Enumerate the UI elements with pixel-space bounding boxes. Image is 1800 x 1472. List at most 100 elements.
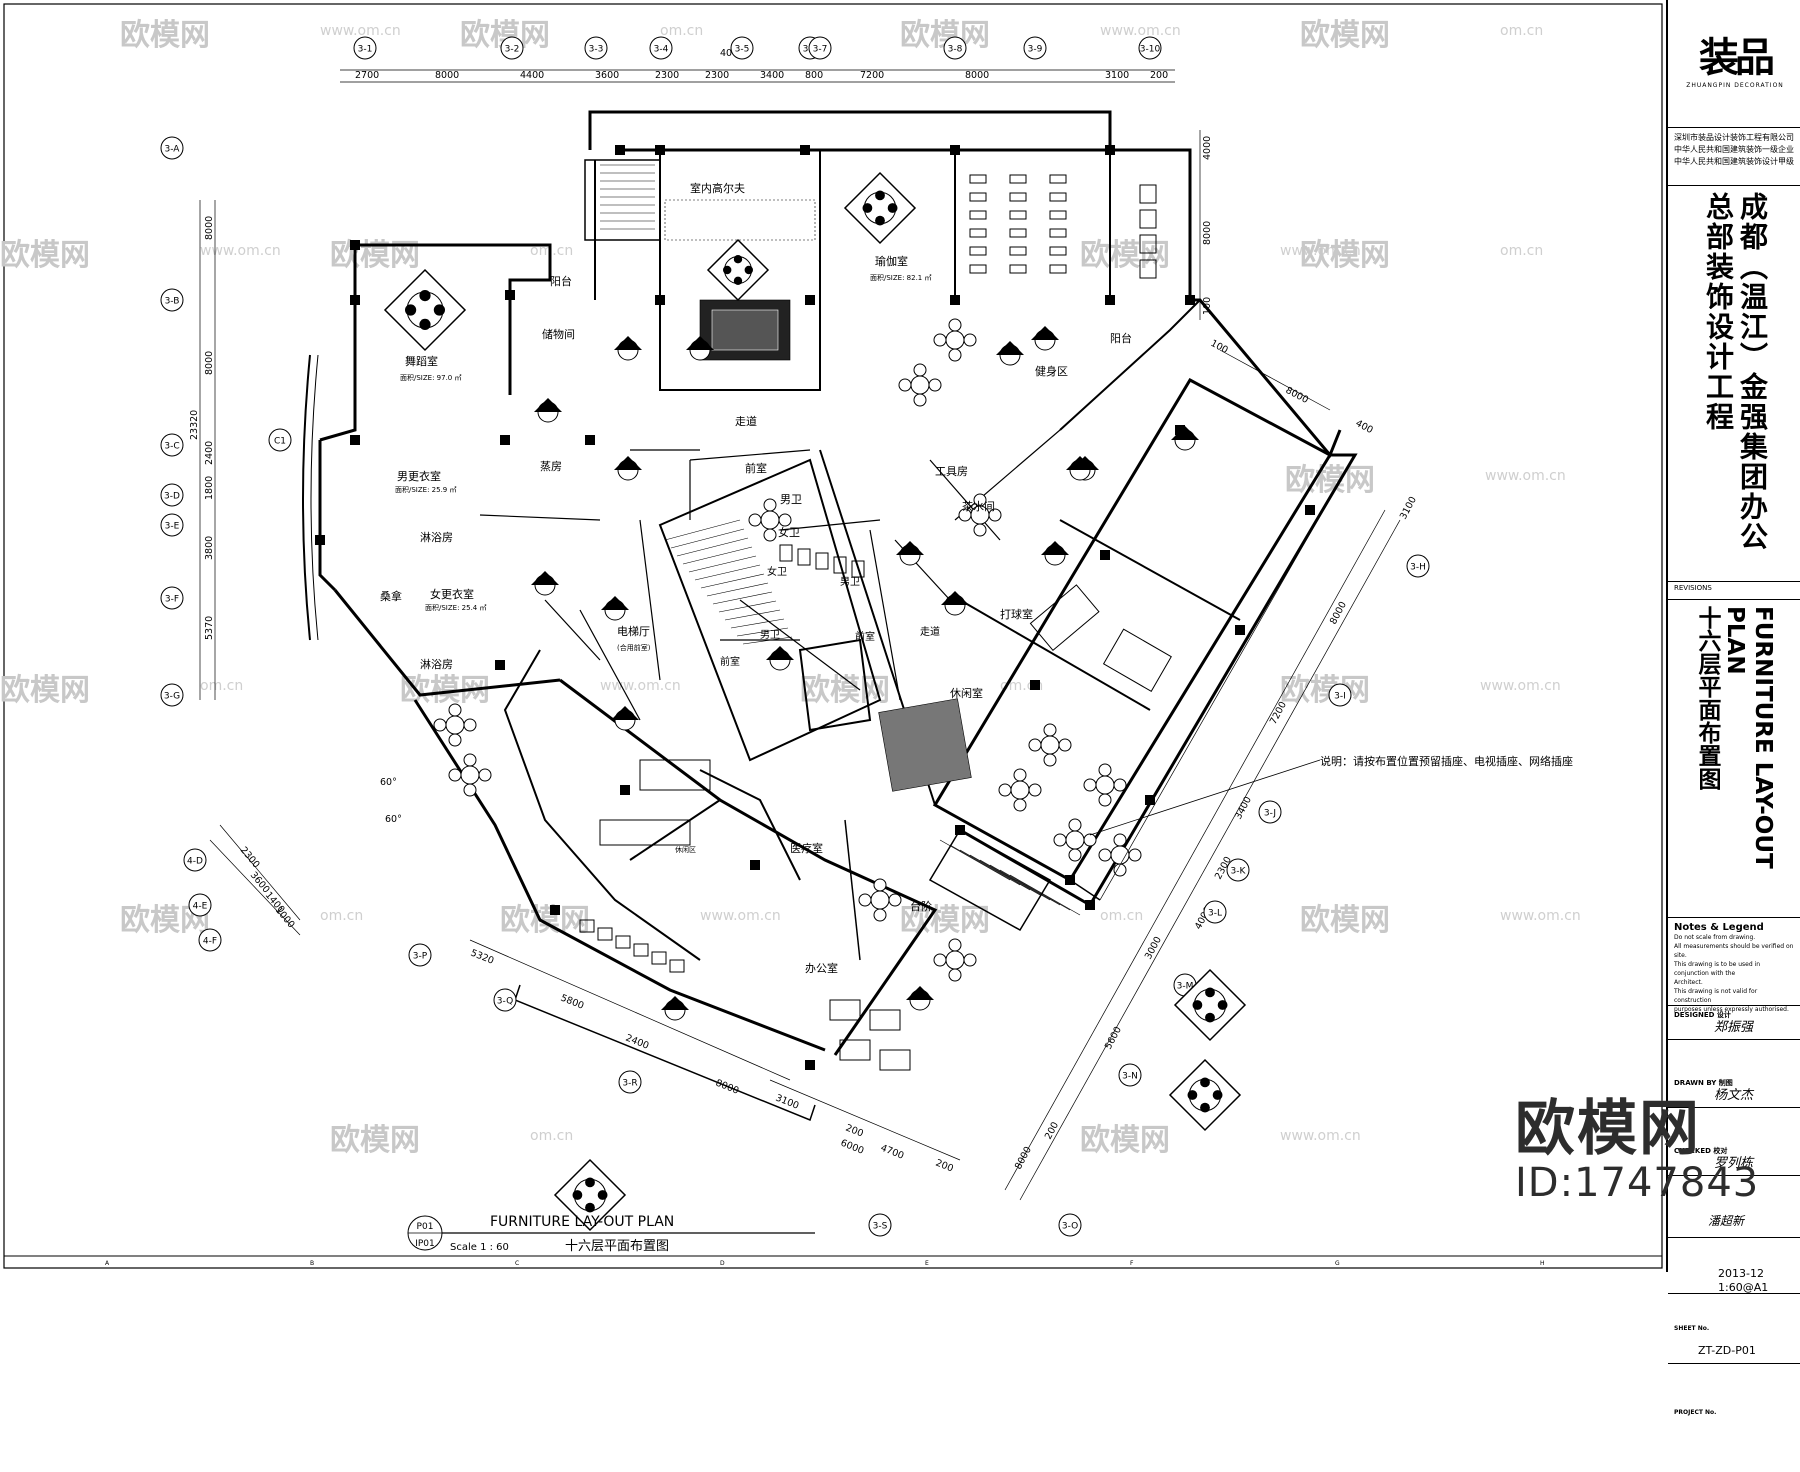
grid-bubble: 3-3	[584, 36, 608, 60]
note-line: All measurements should be verified on s…	[1674, 943, 1794, 959]
watermark-text: 欧模网	[1300, 18, 1390, 53]
title-block: 装品 ZHUANGPIN DECORATION 深圳市装品设计装饰工程有限公司 …	[1666, 0, 1800, 1416]
dim-text: 400	[1354, 418, 1375, 436]
grid-bubble: 3-G	[160, 683, 184, 707]
svg-text:3-R: 3-R	[622, 1079, 637, 1089]
section-marker	[614, 336, 642, 361]
svg-text:3-9: 3-9	[1028, 45, 1043, 55]
column	[1105, 295, 1115, 305]
office-desk	[839, 1039, 871, 1061]
dim-text: 8000	[714, 1078, 741, 1097]
room-label-corridor: 走道	[920, 625, 940, 638]
revisions-cell: REVISIONS	[1668, 582, 1800, 600]
room-label-front-room: 前室	[855, 630, 875, 643]
dim-text: 8000	[1328, 600, 1349, 627]
chair	[615, 935, 631, 949]
column	[1105, 145, 1115, 155]
watermark-text: 欧模网	[400, 673, 490, 708]
dim-text: 3100	[774, 1093, 801, 1112]
grid-bubble: 4-E	[188, 893, 212, 917]
round-table-set	[433, 703, 477, 747]
watermark-url: om.cn	[200, 678, 243, 694]
notes-legend: Notes & Legend Do not scale from drawing…	[1668, 918, 1800, 1013]
room-label-shower-men: 淋浴房	[420, 531, 453, 544]
watermark-text: 欧模网	[120, 18, 210, 53]
column	[1185, 295, 1195, 305]
column	[750, 860, 760, 870]
svg-text:3-C: 3-C	[164, 442, 179, 452]
section-marker	[531, 571, 559, 596]
treadmill	[1139, 259, 1157, 279]
toilet-stall	[815, 552, 829, 570]
gym-machine	[1049, 192, 1067, 202]
round-table-set	[933, 938, 977, 982]
svg-text:3-N: 3-N	[1122, 1072, 1138, 1082]
site-watermark: 欧模网	[1515, 1094, 1701, 1164]
gym-machine	[1049, 174, 1067, 184]
round-table-set	[958, 493, 1002, 537]
section-marker	[896, 541, 924, 566]
elevation-marker	[706, 238, 770, 302]
watermark-url: www.om.cn	[1480, 678, 1561, 694]
project-name: 成都（温江）金强集团办公总部装饰设计工程	[1702, 192, 1769, 552]
grid-bubble: 3-J	[1258, 800, 1282, 824]
sheet-column-letter: G	[1335, 1260, 1340, 1267]
treadmill	[1139, 184, 1157, 204]
watermark-text: 欧模网	[330, 1123, 420, 1158]
dim-text: 5370	[204, 616, 215, 640]
note-line: Architect.	[1674, 979, 1703, 986]
grid-bubble: 3-I	[1328, 683, 1352, 707]
project-label: PROJECT No.	[1674, 1409, 1717, 1416]
room-label-billiards: 打球室	[1000, 607, 1033, 621]
office-desk	[879, 1049, 911, 1071]
section-marker	[1066, 456, 1094, 481]
dim-text: 2300	[655, 70, 679, 81]
sheet-column-letter: C	[515, 1260, 519, 1267]
watermark-text: 欧模网	[1300, 903, 1390, 938]
room-label-balcony-right: 阳台	[1110, 331, 1132, 345]
svg-text:3-2: 3-2	[505, 45, 520, 55]
chair	[651, 951, 667, 965]
round-table-set	[898, 363, 942, 407]
svg-text:3-I: 3-I	[1334, 692, 1346, 702]
gym-machine	[969, 210, 987, 220]
checked-signature: 罗列栋	[1714, 1156, 1754, 1171]
dim-text: 8000	[1202, 221, 1213, 245]
dim-text: 8000	[965, 70, 989, 81]
column	[1030, 680, 1040, 690]
column	[620, 785, 630, 795]
grid-bubble: 3-2	[500, 36, 524, 60]
room-label-yoga: 瑜伽室	[875, 254, 908, 268]
grid-bubble: 3-A	[160, 136, 184, 160]
treadmill	[1139, 234, 1157, 254]
drawing-tag-sheet: IP01	[415, 1239, 435, 1249]
note-leader	[1089, 759, 1321, 836]
room-label-gym: 健身区	[1035, 364, 1068, 378]
svg-text:3-7: 3-7	[813, 45, 828, 55]
room-label-storage: 储物间	[542, 327, 575, 341]
gym-machine	[1049, 228, 1067, 238]
section-marker	[766, 646, 794, 671]
svg-text:3-D: 3-D	[164, 492, 180, 502]
chair	[597, 927, 613, 941]
grid-bubble: 3-8	[943, 36, 967, 60]
room-label-women-locker-area: 面积/SIZE: 25.4 ㎡	[425, 603, 486, 612]
company-info: 深圳市装品设计装饰工程有限公司 中华人民共和国建筑装饰一级企业 中华人民共和国建…	[1668, 128, 1800, 186]
dim-text: 200	[844, 1123, 865, 1140]
watermark-url: www.om.cn	[700, 908, 781, 924]
watermark-url: www.om.cn	[1500, 908, 1581, 924]
dim-text: 4700	[879, 1143, 906, 1162]
sheet-number-row: SHEET No. ZT-ZD-P01	[1668, 1322, 1800, 1364]
watermark-text: 欧模网	[900, 903, 990, 938]
dim-text: 800	[805, 70, 823, 81]
grid-bubble: 3-Q	[493, 988, 517, 1012]
dim-text: 1800	[204, 476, 215, 500]
column	[315, 535, 325, 545]
checked-label: CHECKED 校对	[1674, 1147, 1728, 1155]
svg-text:3-1: 3-1	[358, 45, 373, 55]
elevation-marker	[1168, 1058, 1242, 1132]
room-label-male-wc: 男卫	[780, 493, 802, 506]
room-label-dance: 舞蹈室	[405, 354, 438, 368]
room-label-female-wc: 女卫	[767, 565, 787, 578]
svg-text:4-F: 4-F	[203, 937, 217, 947]
